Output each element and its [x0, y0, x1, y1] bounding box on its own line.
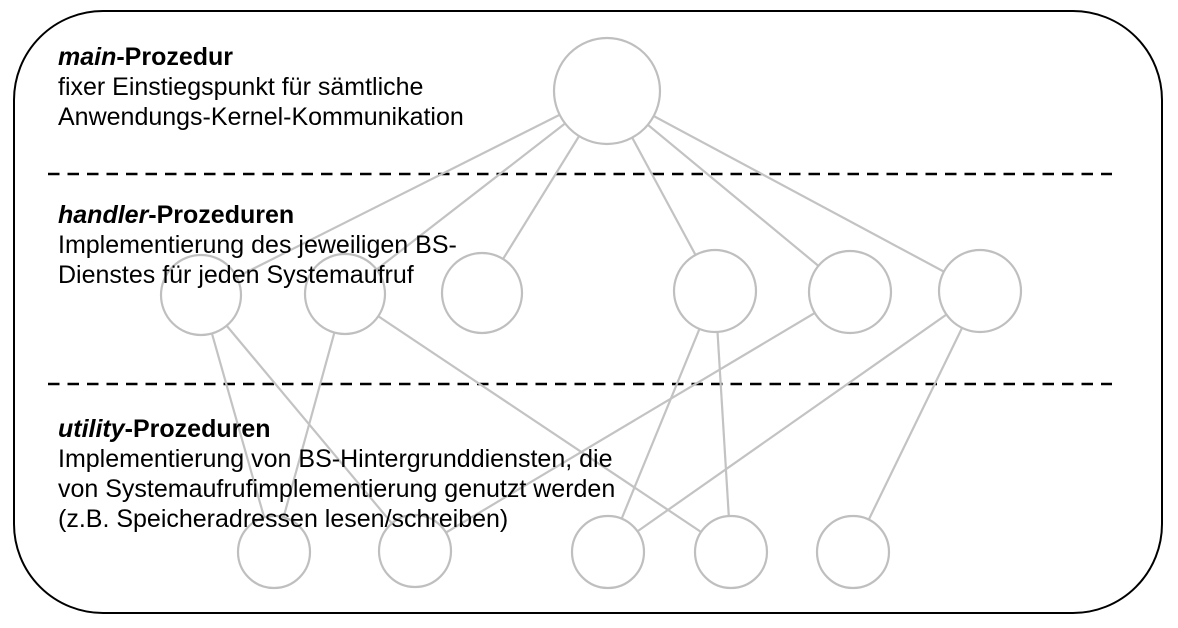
utility-layer-heading: utility-Prozeduren	[58, 414, 615, 444]
edge-h2-u1	[272, 293, 347, 553]
utility-layer-description-line: (z.B. Speicheradressen lesen/schreiben)	[58, 505, 509, 533]
frame-border	[13, 10, 1163, 614]
node-u1	[236, 514, 312, 590]
node-h2	[303, 252, 387, 336]
edge-h2-u4	[344, 293, 732, 553]
main-layer-label: main-Prozedur fixer Einstiegspunkt für s…	[58, 42, 464, 132]
edge-h1-u2	[200, 294, 416, 552]
handler-layer-heading-rest: -Prozeduren	[148, 201, 295, 229]
node-h4	[672, 248, 758, 334]
utility-layer-description-line: von Systemaufrufimplementierung genutzt …	[58, 475, 616, 503]
main-layer-heading: main-Prozedur	[58, 42, 464, 72]
edge-main-h2	[344, 90, 608, 295]
handler-layer-label: handler-Prozeduren Implementierung des j…	[58, 200, 457, 290]
node-main	[552, 36, 662, 146]
node-h1	[159, 253, 243, 337]
utility-layer-heading-rest: -Prozeduren	[124, 415, 271, 443]
handler-layer-description-line: Dienstes für jeden Systemaufruf	[58, 261, 414, 289]
node-u4	[693, 514, 769, 590]
handler-layer-heading: handler-Prozeduren	[58, 200, 457, 230]
handler-layer-heading-term: handler	[58, 201, 149, 229]
utility-layer-description-line: Implementierung von BS-Hintergrunddienst…	[58, 445, 613, 473]
node-h3	[440, 251, 524, 335]
edge-h6-u3	[607, 290, 981, 553]
edge-h4-u3	[606, 290, 717, 553]
node-h5	[807, 249, 893, 335]
edge-h1-u1	[199, 294, 276, 553]
main-layer-heading-term: main	[58, 43, 117, 71]
node-u5	[815, 514, 891, 590]
handler-layer-description-line: Implementierung des jeweiligen BS-	[58, 231, 457, 259]
edge-h6-u5	[852, 290, 981, 553]
main-layer-description-line: Anwendungs-Kernel-Kommunikation	[58, 103, 464, 131]
node-u3	[570, 514, 646, 590]
utility-layer-label: utility-Prozeduren Implementierung von B…	[58, 414, 615, 534]
edge-main-h6	[606, 90, 981, 292]
node-h6	[937, 248, 1023, 334]
node-u2	[377, 513, 453, 589]
main-layer-description-line: fixer Einstiegspunkt für sämtliche	[58, 73, 424, 101]
main-layer-heading-rest: -Prozedur	[116, 43, 234, 71]
utility-layer-heading-term: utility	[58, 415, 125, 443]
edge-h5-u2	[414, 291, 851, 552]
edge-h4-u4	[713, 290, 733, 553]
edge-main-h1	[200, 90, 608, 296]
